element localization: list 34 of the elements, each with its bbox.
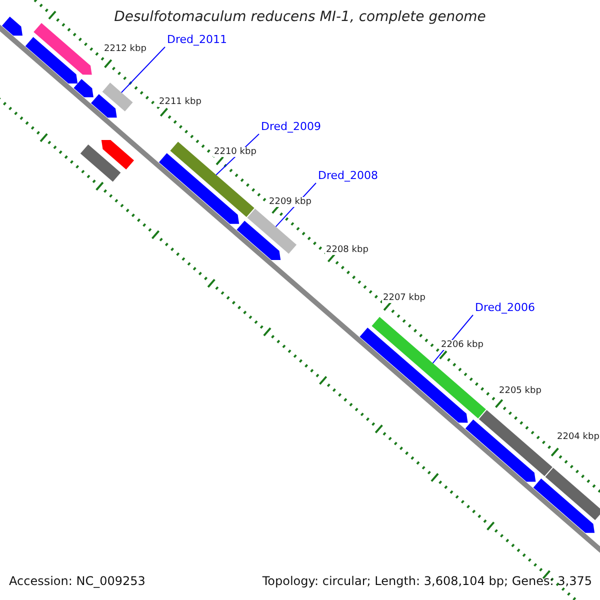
gene-feature [170, 142, 254, 218]
gene-feature [34, 22, 92, 75]
gene-feature [101, 140, 134, 170]
scale-label: 2210 kbp [213, 147, 258, 157]
gene-feature [545, 468, 600, 520]
gene-label: Dred_2006 [475, 301, 535, 314]
scale-label: 2208 kbp [325, 245, 370, 255]
scale-label: 2209 kbp [268, 197, 312, 207]
gene-feature [25, 37, 78, 84]
gene-label: Dred_2008 [318, 169, 378, 182]
scale-label: 2211 kbp [158, 97, 202, 107]
title: Desulfotomaculum reducens MI-1, complete genome [113, 9, 487, 25]
gene-feature [533, 478, 595, 533]
gene-feature [91, 94, 117, 118]
gene-feature [80, 144, 121, 182]
scale-label: 2206 kbp [440, 340, 484, 350]
gene-feature [360, 328, 468, 423]
gene-feature [158, 153, 240, 224]
scale-label: 2205 kbp [498, 386, 542, 396]
scale-label: 2212 kbp [103, 44, 148, 54]
gene-feature [236, 220, 281, 260]
scale-label: 2204 kbp [556, 432, 600, 442]
gene-label: Dred_2009 [261, 120, 321, 133]
gene-feature [372, 316, 486, 418]
gene-feature [2, 16, 22, 36]
gene-feature [465, 420, 536, 482]
gene-label: Dred_2011 [167, 33, 227, 46]
gene-feature [74, 79, 94, 98]
gene-feature [478, 410, 552, 476]
gene-feature [247, 208, 297, 254]
footer-text: Topology: circular; Length: 3,608,104 bp; Genes: 3,375 [262, 574, 592, 588]
gene-feature [102, 82, 133, 112]
footer-text: Accession: NC_009253 [9, 574, 146, 588]
scale-label: 2207 kbp [382, 293, 426, 303]
